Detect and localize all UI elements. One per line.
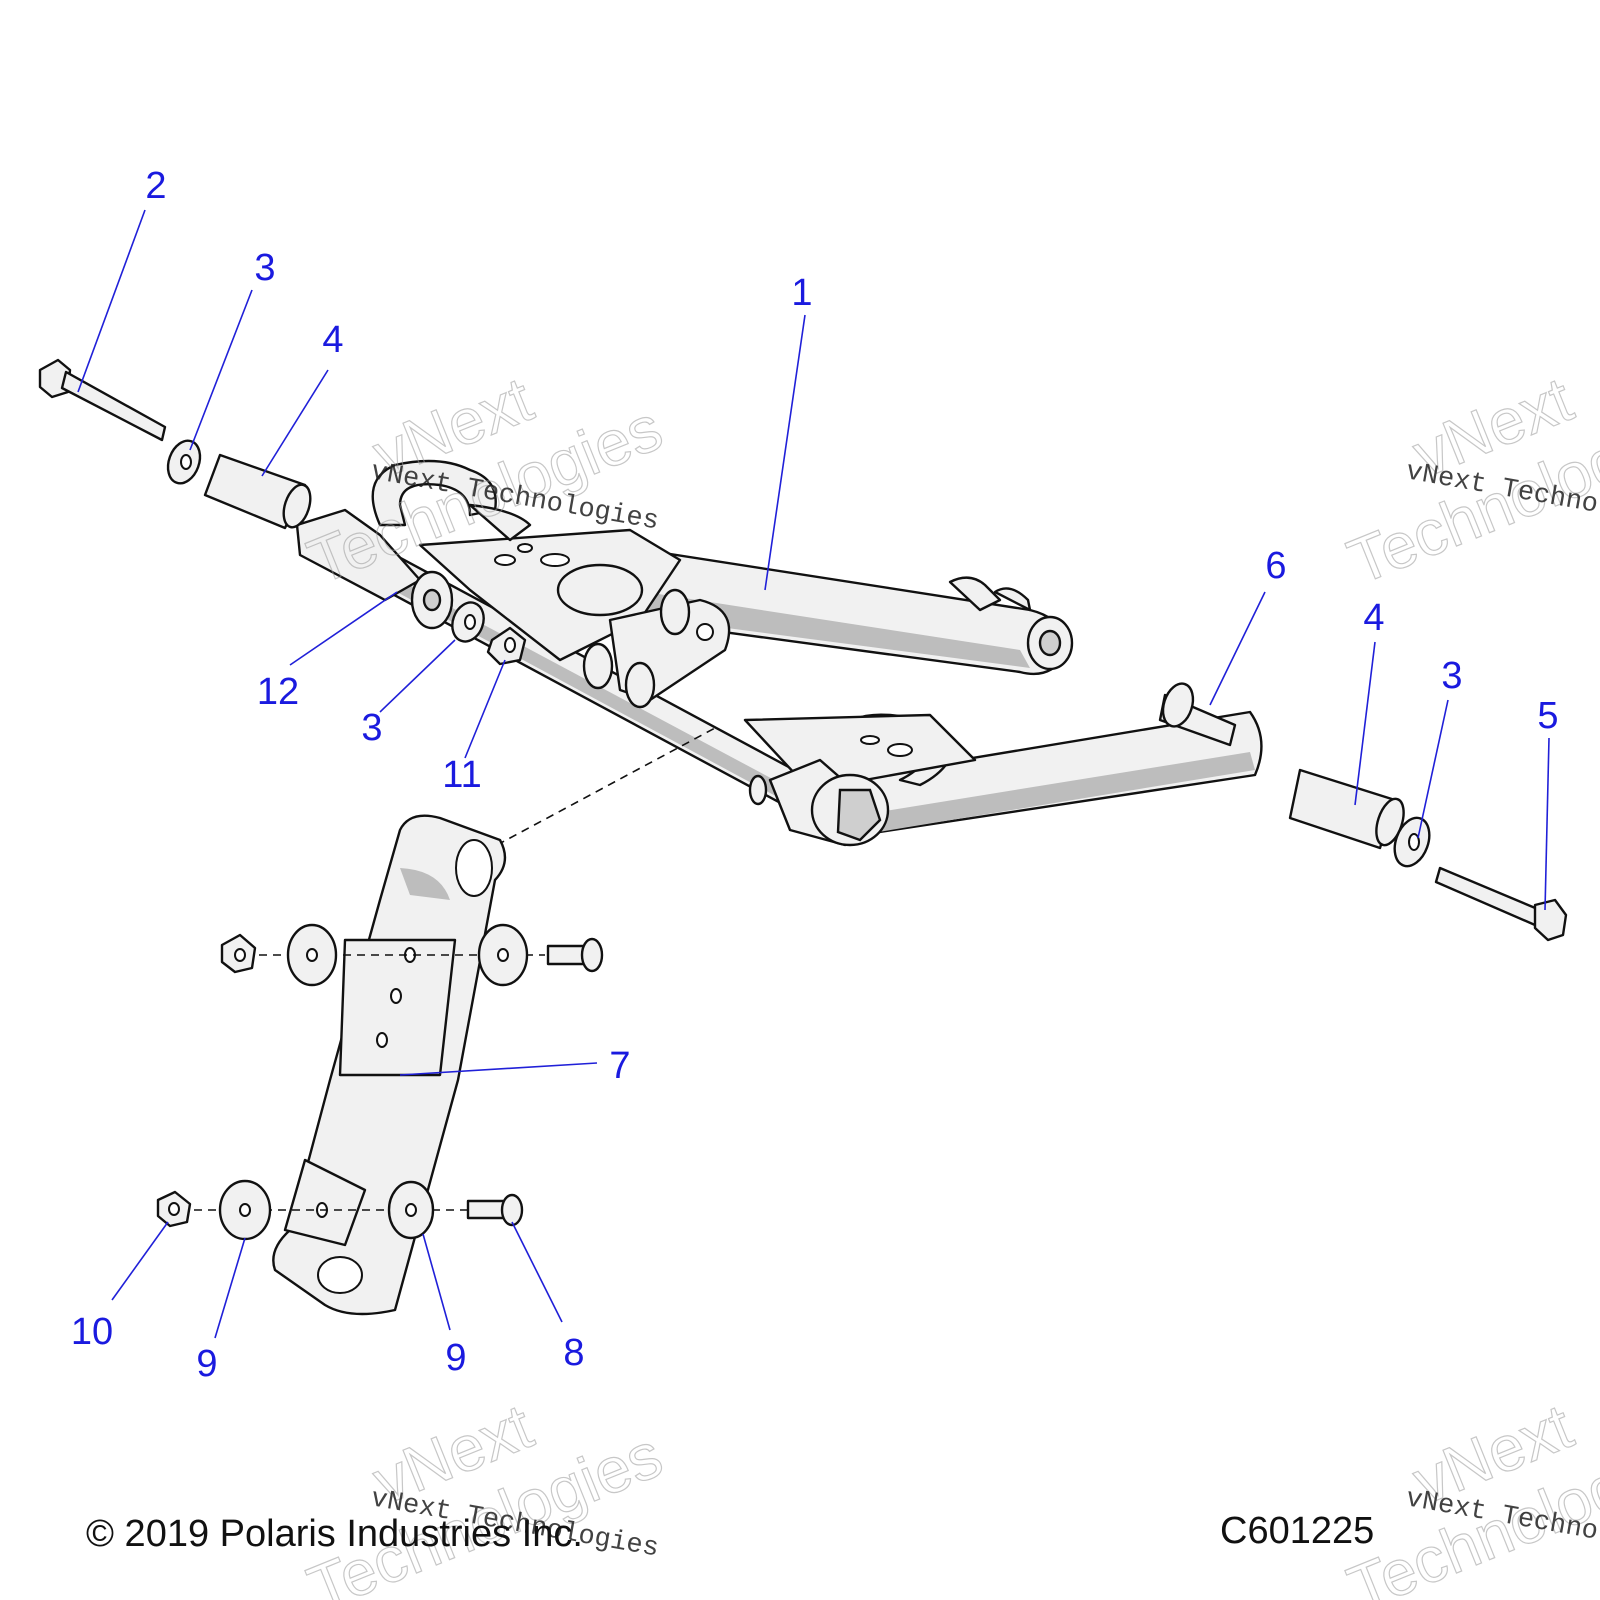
callout-3-right: 3 xyxy=(1441,655,1462,697)
left-outer-washer xyxy=(166,439,202,485)
callout-1: 1 xyxy=(791,272,812,314)
callout-4-left: 4 xyxy=(322,319,343,361)
upper-link-nut xyxy=(220,933,257,974)
callout-8: 8 xyxy=(563,1332,584,1374)
upper-link-bolt xyxy=(546,937,604,973)
lower-link-washer-left xyxy=(218,1179,272,1241)
lower-link-washer-right xyxy=(387,1180,435,1240)
left-pivot-bolt xyxy=(38,358,167,442)
left-inner-washer xyxy=(451,601,485,643)
callout-5: 5 xyxy=(1537,695,1558,737)
left-nut xyxy=(486,626,527,666)
callout-2: 2 xyxy=(145,165,166,207)
callout-3-left-bottom: 3 xyxy=(361,707,382,749)
figure-code: C601225 xyxy=(1220,1510,1374,1552)
leader-lines xyxy=(77,209,1550,1339)
left-spacer-sleeve xyxy=(203,453,312,530)
callout-12: 12 xyxy=(257,671,299,713)
upper-link-washer-left xyxy=(286,923,338,987)
callout-3-left-top: 3 xyxy=(254,247,275,289)
copyright-text: © 2019 Polaris Industries Inc. xyxy=(86,1513,583,1555)
lower-link-bolt xyxy=(466,1193,524,1227)
callout-9-right: 9 xyxy=(445,1337,466,1379)
link-arm xyxy=(272,814,507,1316)
upper-link-washer-right xyxy=(477,923,529,987)
right-pivot-bolt xyxy=(1434,866,1568,942)
right-washer xyxy=(1393,816,1431,868)
watermark-bottom-left: vNext Technologies vNext Technologies xyxy=(298,1389,673,1600)
callout-7: 7 xyxy=(609,1045,630,1087)
watermark-bottom-right: vNext Technologies vNext Technologies xyxy=(1338,1389,1600,1600)
watermark-top-right: vNext Technologies vNext Technologies xyxy=(1338,362,1600,598)
right-spacer-sleeve xyxy=(1288,768,1405,850)
right-pivot-pin xyxy=(1158,682,1237,747)
lower-link-nut xyxy=(156,1190,192,1228)
callout-9-left: 9 xyxy=(196,1343,217,1385)
callout-10: 10 xyxy=(71,1311,113,1353)
callout-4-right: 4 xyxy=(1363,597,1384,639)
callout-labels: 1 2 3 4 12 3 11 6 4 3 5 7 10 9 9 8 xyxy=(71,165,1559,1385)
callout-11: 11 xyxy=(442,754,481,796)
callout-6: 6 xyxy=(1265,545,1286,587)
